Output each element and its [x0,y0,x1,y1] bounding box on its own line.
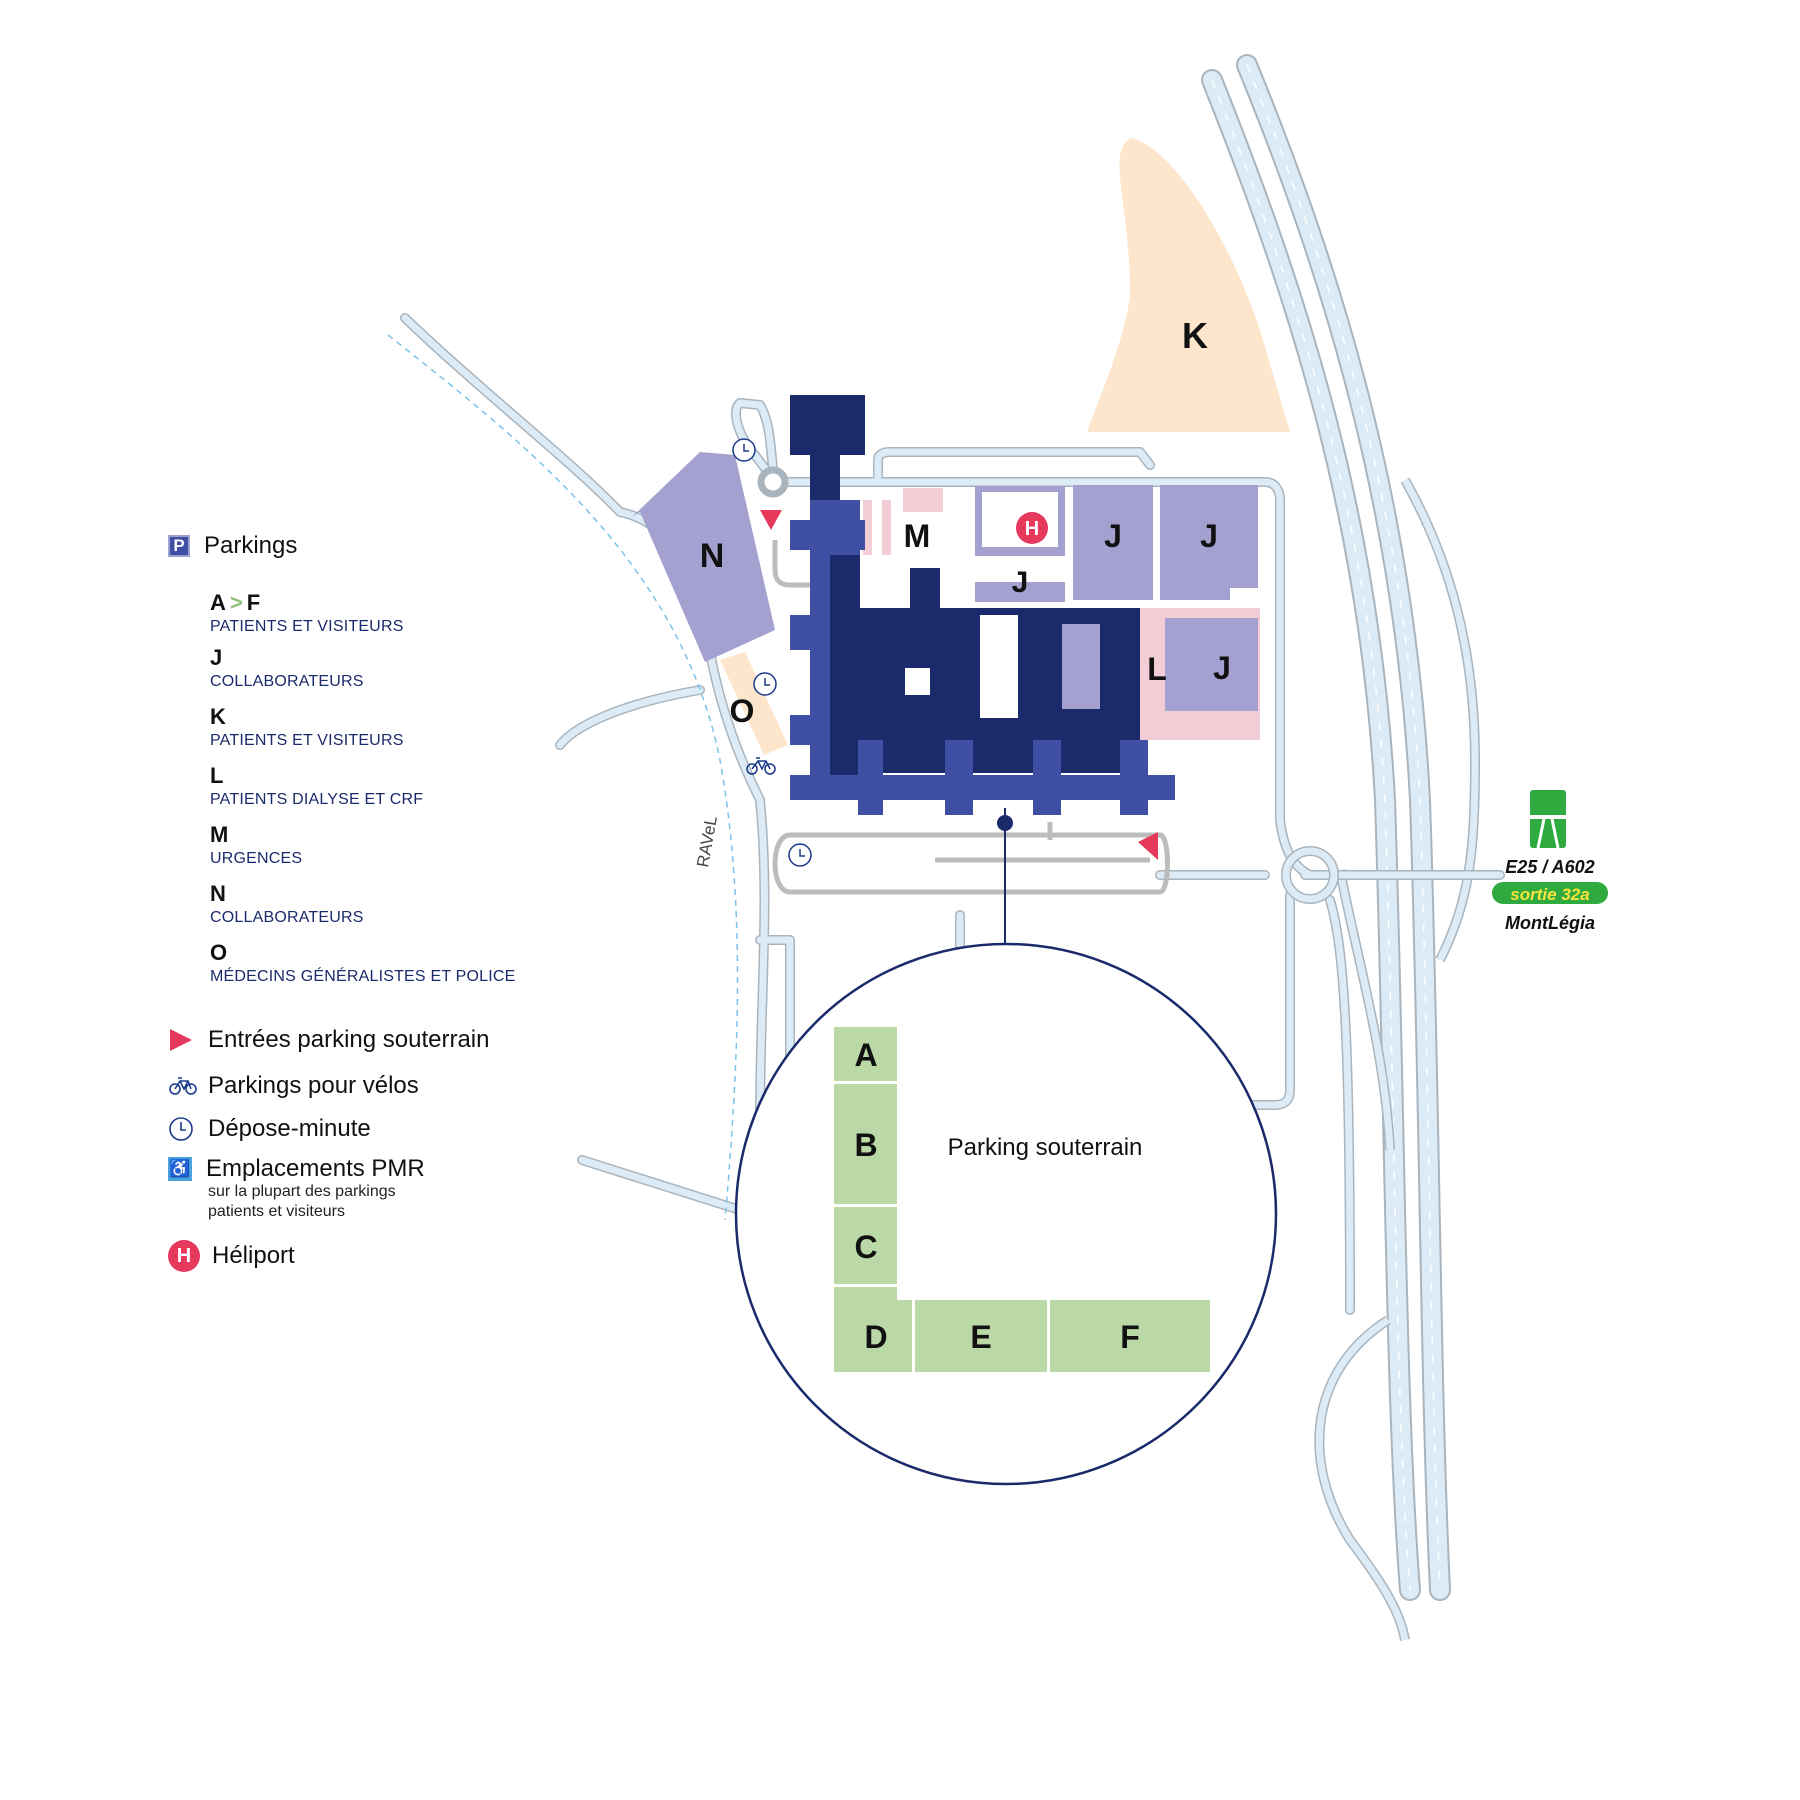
entrance-marker-north [760,510,782,530]
parking-m-bar-3 [882,500,891,555]
dropoff-icon-south [788,843,812,867]
legend-pmr-note-2: patients et visiteurs [208,1203,345,1220]
legend-desc-a-f: PATIENTS ET VISITEURS [210,618,404,635]
parking-j-2 [1160,485,1258,600]
inset-anchor [997,815,1013,831]
heliport-marker-letter: H [1025,518,1039,540]
label-j-2: J [1200,518,1218,554]
clock-icon [169,1117,193,1141]
ravel-label: RAVeL [693,815,721,869]
legend-desc-l: PATIENTS DIALYSE ET CRF [210,791,424,808]
legend-code-j: J [210,645,223,670]
legend-parkings-row: P Parkings [168,532,297,560]
dropoff-icon-north [732,438,756,462]
legend-bikes-label: Parkings pour vélos [208,1072,419,1099]
bike-icon [169,1077,197,1095]
legend-desc-j: COLLABORATEURS [210,673,364,690]
legend-parkings-title: Parkings [204,532,298,559]
legend-bikes-row: Parkings pour vélos [168,1072,419,1100]
legend-pmr-label: Emplacements PMR [206,1155,425,1182]
bike-icon-map [746,757,776,775]
zone-f-label: F [1120,1319,1140,1355]
local-roads [400,313,1505,1315]
parking-o-area [720,652,788,755]
label-l: L [1147,651,1167,687]
legend-heliport-row: H Héliport [168,1240,295,1272]
legend-code-k: K [210,704,226,729]
dropoff-icon-west [753,672,777,696]
label-j-3: J [1213,650,1231,686]
legend-dropoff-label: Dépose-minute [208,1115,371,1142]
legend-code-m: M [210,822,229,847]
highway-ramps [1314,477,1481,1641]
zone-a-label: A [854,1037,877,1073]
legend-pmr-row: ♿ Emplacements PMR [168,1155,425,1183]
parking-j-1 [1073,485,1153,600]
legend-pmr-note-1: sur la plupart des parkings [208,1183,396,1200]
heliport-marker: H [1016,512,1048,544]
legend-entrances-row: Entrées parking souterrain [168,1026,489,1054]
parking-m-bar-1 [903,488,943,512]
hospital-building [790,395,1175,815]
underground-inset [734,942,1278,1486]
zone-f [1050,1300,1210,1372]
parking-j-strip [975,582,1065,602]
highway-east [1201,69,1421,1601]
legend-entrances-label: Entrées parking souterrain [208,1026,490,1053]
legend-code-l: L [210,763,224,788]
label-n: N [700,537,725,575]
legend-heliport-label: Héliport [212,1242,295,1269]
parking-j-3 [1165,618,1258,711]
legend-code-o: O [210,940,228,965]
legend-code-a-f: A>F [210,590,261,615]
service-loop [772,540,1170,895]
highway-exit-label: sortie 32a [1510,885,1589,904]
legend-dropoff-row: Dépose-minute [168,1115,371,1143]
highway-sign [1492,790,1608,904]
legend-code-n: N [210,881,226,906]
zone-d [834,1287,912,1372]
parking-p-icon: P [168,535,190,557]
highway-west [1236,54,1451,1601]
parking-n-area [632,452,775,662]
ravel-path [387,334,739,1221]
wheelchair-icon: ♿ [168,1157,192,1181]
label-o: O [730,693,755,729]
legend-desc-k: PATIENTS ET VISITEURS [210,732,404,749]
zone-b-label: B [854,1127,877,1163]
zone-a [834,1027,897,1081]
underground-title: Parking souterrain [948,1134,1143,1161]
zone-c-label: C [854,1229,877,1265]
road-network [387,54,1505,1641]
parking-areas [632,138,1290,755]
roundabout-east [1281,846,1339,904]
legend-desc-m: URGENCES [210,850,303,867]
roundabout-north [757,466,789,498]
parking-m-bar-2 [863,500,872,555]
legend-desc-o: MÉDECINS GÉNÉRALISTES ET POLICE [210,968,516,985]
label-j-heliport: J [1012,566,1029,599]
zone-e [915,1300,1047,1372]
entrance-triangle-icon [170,1029,192,1051]
parking-k-area [1087,138,1290,432]
zone-d-label: D [864,1319,887,1355]
heliport-icon: H [168,1240,200,1272]
underground-zones [834,1027,1210,1372]
legend-desc-n: COLLABORATEURS [210,909,364,926]
highway-destination-label: MontLégia [1505,913,1595,933]
highway-road-label: E25 / A602 [1505,857,1594,877]
label-k: K [1182,315,1208,356]
label-j-1: J [1104,518,1122,554]
zone-e-label: E [970,1319,991,1355]
zone-c [834,1207,897,1284]
entrance-marker-south [1138,832,1158,860]
label-m: M [904,518,931,554]
zone-b [834,1084,897,1204]
